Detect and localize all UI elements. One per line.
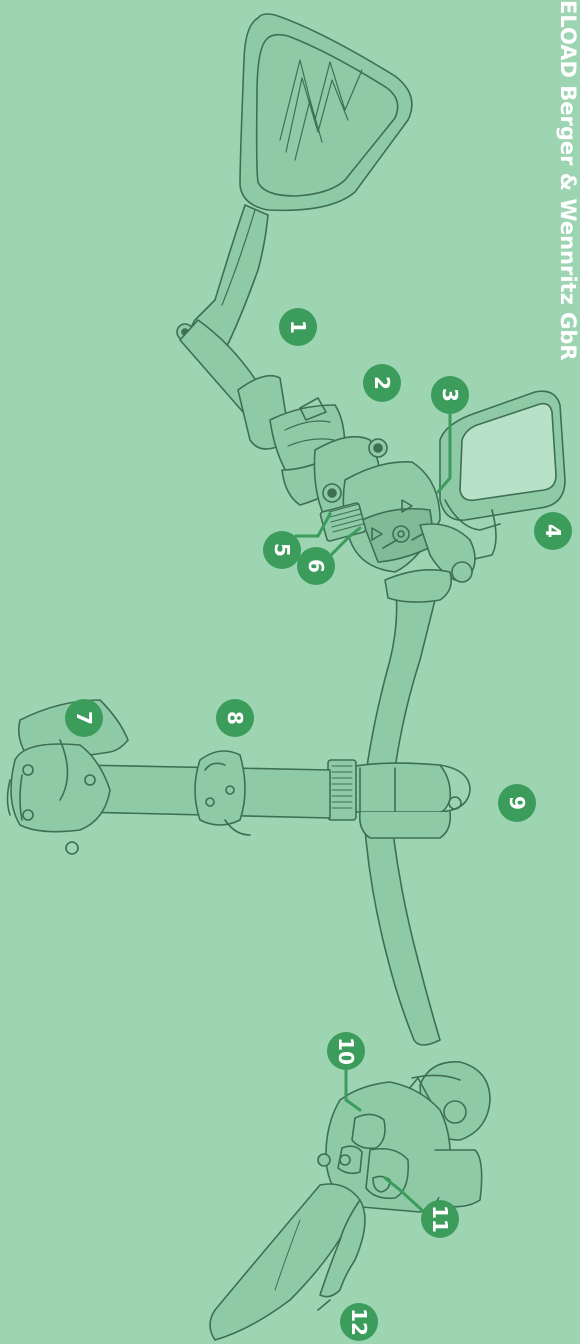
callout-1: 1 bbox=[279, 308, 317, 346]
callout-11: 11 bbox=[421, 1200, 459, 1238]
copyright-text: ELOAD Berger & Wennritz GbR bbox=[556, 0, 580, 420]
callout-3: 3 bbox=[431, 376, 469, 414]
callout-6: 6 bbox=[297, 547, 335, 585]
callout-4: 4 bbox=[534, 512, 572, 550]
callout-5: 5 bbox=[263, 531, 301, 569]
callout-8: 8 bbox=[216, 699, 254, 737]
callout-12: 12 bbox=[340, 1303, 378, 1341]
stem-clamp bbox=[328, 760, 470, 838]
callout-10: 10 bbox=[327, 1032, 365, 1070]
stem-ring bbox=[195, 751, 250, 835]
callout-9: 9 bbox=[498, 784, 536, 822]
callout-7: 7 bbox=[65, 699, 103, 737]
mirror bbox=[177, 14, 412, 350]
callout-2: 2 bbox=[363, 364, 401, 402]
